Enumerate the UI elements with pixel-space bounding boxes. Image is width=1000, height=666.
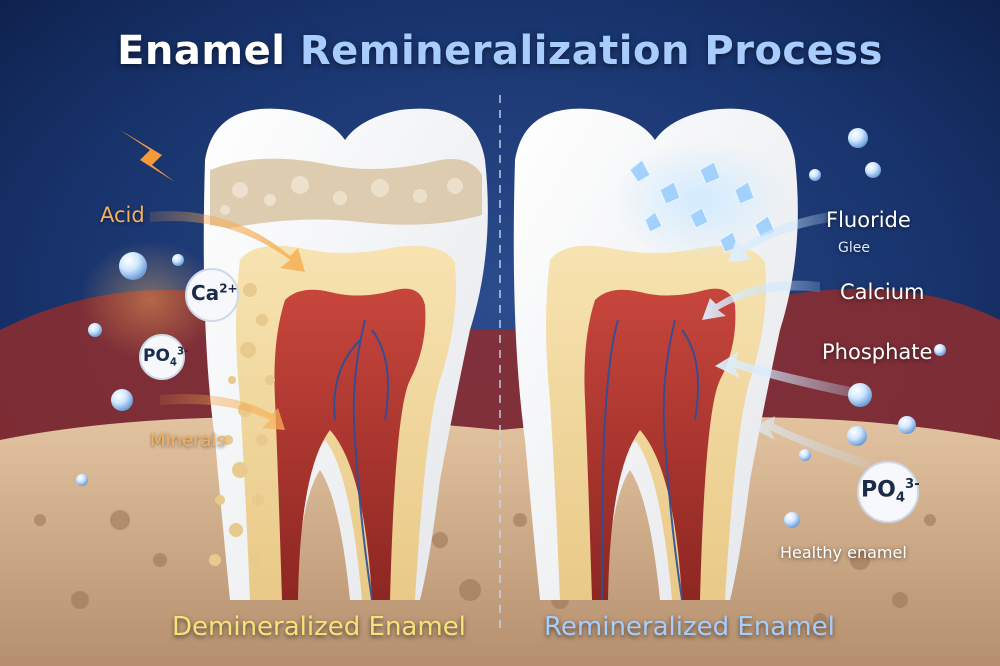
fluoride-label: Fluoride xyxy=(826,208,911,232)
left-tooth xyxy=(203,108,488,601)
right-tooth xyxy=(513,108,798,601)
phosphate-ion-label-right: PO43- xyxy=(861,477,920,506)
left-ion-bubbles xyxy=(76,252,239,486)
mineral-arrows xyxy=(702,212,870,470)
acid-label: Acid xyxy=(100,203,145,227)
calcium-ion-bubble xyxy=(185,268,239,322)
title-word-process: Remineralization Process xyxy=(299,28,883,74)
title-word-enamel: Enamel xyxy=(117,28,286,74)
page-title: Enamel Remineralization Process xyxy=(0,28,1000,74)
calcium-ion-label: Ca2+ xyxy=(191,281,238,305)
phosphate-label: Phosphate xyxy=(822,340,933,364)
calcium-label: Calcium xyxy=(840,280,925,304)
healthy-enamel-label: Healthy enamel xyxy=(780,543,907,562)
caption-demineralized: Demineralized Enamel xyxy=(172,612,466,642)
minerals-label: Minerals xyxy=(150,430,226,451)
phosphate-ion-label-left: PO43- xyxy=(143,346,189,369)
caption-remineralized: Remineralized Enamel xyxy=(544,612,835,642)
glee-label: Glee xyxy=(838,240,870,256)
phosphate-ion-bubble-left xyxy=(139,334,185,380)
right-ion-bubbles xyxy=(784,128,946,528)
acid-arrows xyxy=(80,130,305,430)
phosphate-ion-bubble-right xyxy=(857,461,919,523)
